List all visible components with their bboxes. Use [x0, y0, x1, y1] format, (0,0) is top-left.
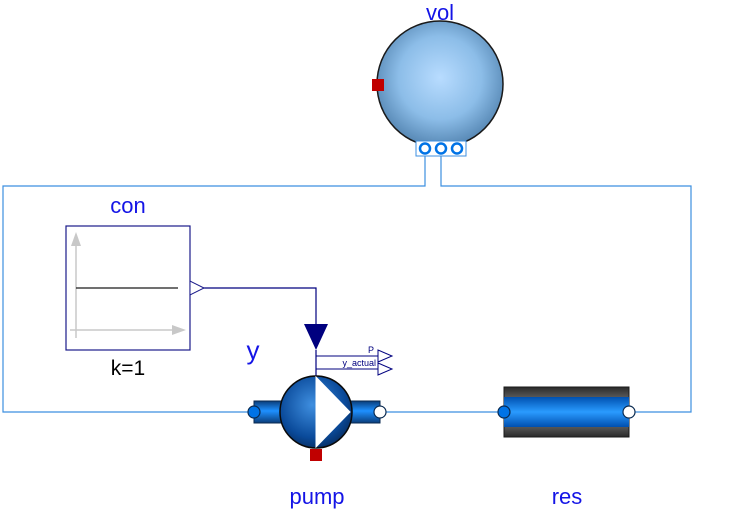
pump-output-y-label: y_actual	[342, 358, 376, 368]
vol-heat-port[interactable]	[372, 79, 384, 91]
vol-port-2[interactable]	[434, 142, 448, 155]
con-y-axis-arrow	[71, 232, 81, 246]
pump-output-p-connector[interactable]	[377, 349, 394, 363]
connection-vol-to-pump[interactable]	[2, 153, 426, 413]
fluid-connections	[2, 153, 692, 413]
pump-input-label: y	[247, 335, 260, 365]
res-component[interactable]: res	[497, 386, 636, 509]
res-inlet-port[interactable]	[497, 405, 511, 419]
con-label: con	[110, 193, 145, 218]
pump-input-connector[interactable]	[304, 324, 328, 350]
vol-component[interactable]: vol	[372, 0, 504, 157]
vol-port-1[interactable]	[418, 142, 432, 155]
pump-output-p-label: P	[368, 345, 374, 355]
res-outlet-port[interactable]	[622, 405, 636, 419]
pump-component[interactable]: y P y_actual pump	[247, 324, 394, 509]
pump-label: pump	[289, 484, 344, 509]
con-x-axis-arrow	[172, 325, 186, 335]
signal-connection-con-to-pump[interactable]	[203, 287, 317, 324]
con-output-connector[interactable]	[189, 280, 206, 296]
connection-vol-to-res[interactable]	[440, 153, 692, 413]
vol-port-3[interactable]	[450, 142, 464, 155]
vol-vessel-icon	[376, 20, 504, 148]
con-component[interactable]: con k=1	[65, 193, 206, 380]
con-parameter: k=1	[111, 357, 145, 380]
pump-inlet-port[interactable]	[247, 405, 261, 419]
res-pipe-core	[504, 397, 629, 427]
res-label: res	[552, 484, 583, 509]
pump-output-y-connector[interactable]	[377, 362, 394, 376]
pump-outlet-port[interactable]	[373, 405, 387, 419]
pump-direction-arrow-icon	[315, 375, 351, 449]
pump-heat-port[interactable]	[310, 449, 322, 461]
